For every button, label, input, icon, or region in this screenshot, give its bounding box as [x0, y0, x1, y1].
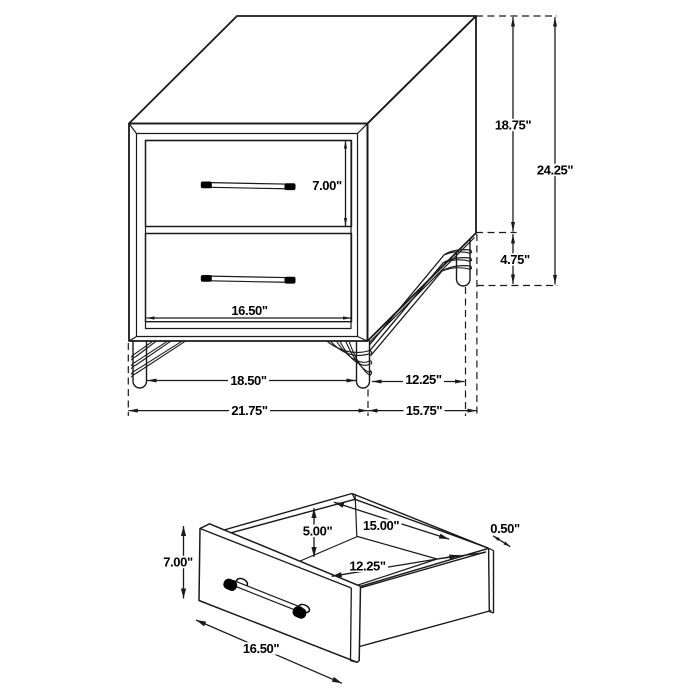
svg-text:16.50": 16.50" — [231, 303, 268, 318]
svg-text:5.00": 5.00" — [303, 523, 333, 538]
svg-text:0.50": 0.50" — [490, 521, 520, 536]
svg-text:12.25": 12.25" — [405, 372, 442, 387]
svg-text:7.00": 7.00" — [163, 555, 193, 570]
svg-text:18.75": 18.75" — [495, 118, 532, 133]
svg-text:16.50": 16.50" — [243, 641, 280, 656]
svg-text:24.25": 24.25" — [537, 163, 574, 178]
svg-text:7.00": 7.00" — [312, 178, 342, 193]
svg-text:15.00": 15.00" — [363, 518, 400, 533]
svg-text:15.75": 15.75" — [406, 403, 443, 418]
svg-text:4.75": 4.75" — [500, 252, 530, 267]
svg-text:21.75": 21.75" — [231, 403, 268, 418]
svg-text:18.50": 18.50" — [230, 373, 267, 388]
svg-text:12.25": 12.25" — [349, 558, 386, 573]
